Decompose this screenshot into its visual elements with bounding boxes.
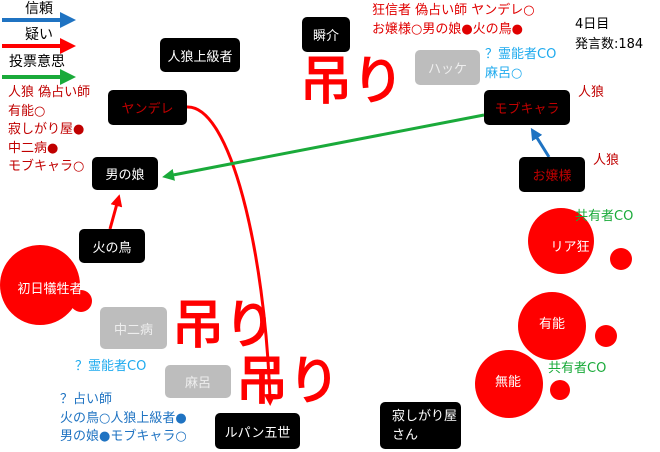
trust-arrow-ojou-mob [530, 127, 551, 158]
legend-trust-label: 信頼 [25, 1, 53, 17]
claim-line: 火の鳥○人狼上級者● [60, 410, 187, 426]
blood-splat [528, 208, 594, 274]
legend-doubt-label: 疑い [25, 27, 53, 43]
claim-line: 中二病● [8, 140, 59, 156]
node-hinotori[interactable]: 火の鳥 [79, 229, 145, 263]
node-yuunou[interactable]: 有能 [538, 317, 565, 332]
blood-splat [70, 290, 92, 312]
claim-line: ？霊能者CO [485, 47, 557, 62]
blood-splat [475, 350, 543, 418]
node-yandere[interactable]: ヤンデレ [108, 90, 187, 125]
claim-line: 寂しがり屋● [8, 122, 85, 137]
blood-splat [595, 325, 617, 347]
yandere-claim: 人狼 偽占い師 有能○ 寂しがり屋● 中二病● モブキャラ○ [8, 84, 90, 177]
post-count: 発言数:184 [575, 37, 644, 52]
node-jinro-joukyu[interactable]: 人狼上級者 [160, 38, 240, 72]
day-label: 4日目 [575, 17, 610, 32]
node-mobchara[interactable]: モブキャラ [484, 90, 570, 125]
blood-splat [550, 380, 570, 400]
left-medium-claim: ？霊能者CO [75, 359, 147, 374]
claim-line: お嬢様○男の娘●火の鳥● [372, 21, 524, 37]
node-munou[interactable]: 無能 [494, 374, 521, 390]
blood-splat [518, 292, 586, 360]
legend-vote-label: 投票意思 [9, 54, 65, 70]
blood-splat [0, 245, 80, 325]
left-seer-claim: ？占い師 火の鳥○人狼上級者● 男の娘●モブキャラ○ [60, 391, 187, 447]
hanged-mark-maro: 吊り [236, 352, 341, 412]
top-claim: 狂信者 偽占い師 ヤンデレ○ お嬢様○男の娘●火の鳥● [372, 2, 535, 39]
ojou-role: 人狼 [593, 153, 620, 168]
hanged-mark-chuunibyou: 吊り [172, 296, 277, 356]
riakyou-claim: 共有者CO [575, 209, 634, 224]
node-lupin[interactable]: ルパン五世 [215, 413, 300, 449]
claim-line: 狂信者 偽占い師 ヤンデレ○ [372, 3, 535, 18]
mob-role: 人狼 [578, 85, 605, 100]
node-riakyou[interactable]: リア狂 [550, 239, 590, 255]
hakke-claim: ？霊能者CO 麻呂○ [485, 46, 556, 83]
claim-line: 麻呂○ [485, 65, 523, 81]
vote-arrow-mob-otokonoko [162, 113, 485, 181]
claim-line: 男の娘●モブキャラ○ [60, 429, 187, 444]
node-chuunibyou[interactable]: 中二病 [100, 307, 167, 349]
node-sabishigari[interactable]: 寂しがり屋さん [380, 402, 461, 449]
blood-splat [610, 248, 632, 270]
node-otokonoko[interactable]: 男の娘 [92, 157, 158, 190]
claim-line: 人狼 偽占い師 [8, 85, 91, 100]
claim-line: ？占い師 [60, 392, 113, 407]
node-maro[interactable]: 麻呂 [165, 365, 231, 398]
node-shunsuke[interactable]: 瞬介 [302, 17, 350, 52]
node-ojousama[interactable]: お嬢様 [519, 157, 585, 192]
node-hakke[interactable]: ハッケ [415, 50, 480, 85]
munou-claim: 共有者CO [548, 361, 607, 376]
claim-line: 有能○ [8, 103, 46, 119]
hanged-mark-hakke: 吊り [300, 52, 405, 112]
doubt-arrow-hinotori-otokonoko [108, 194, 123, 230]
node-shonichi[interactable]: 初日犠牲者 [17, 282, 83, 297]
doubt-arrow-yandere-lupin [186, 105, 276, 406]
claim-line: モブキャラ○ [8, 159, 85, 174]
